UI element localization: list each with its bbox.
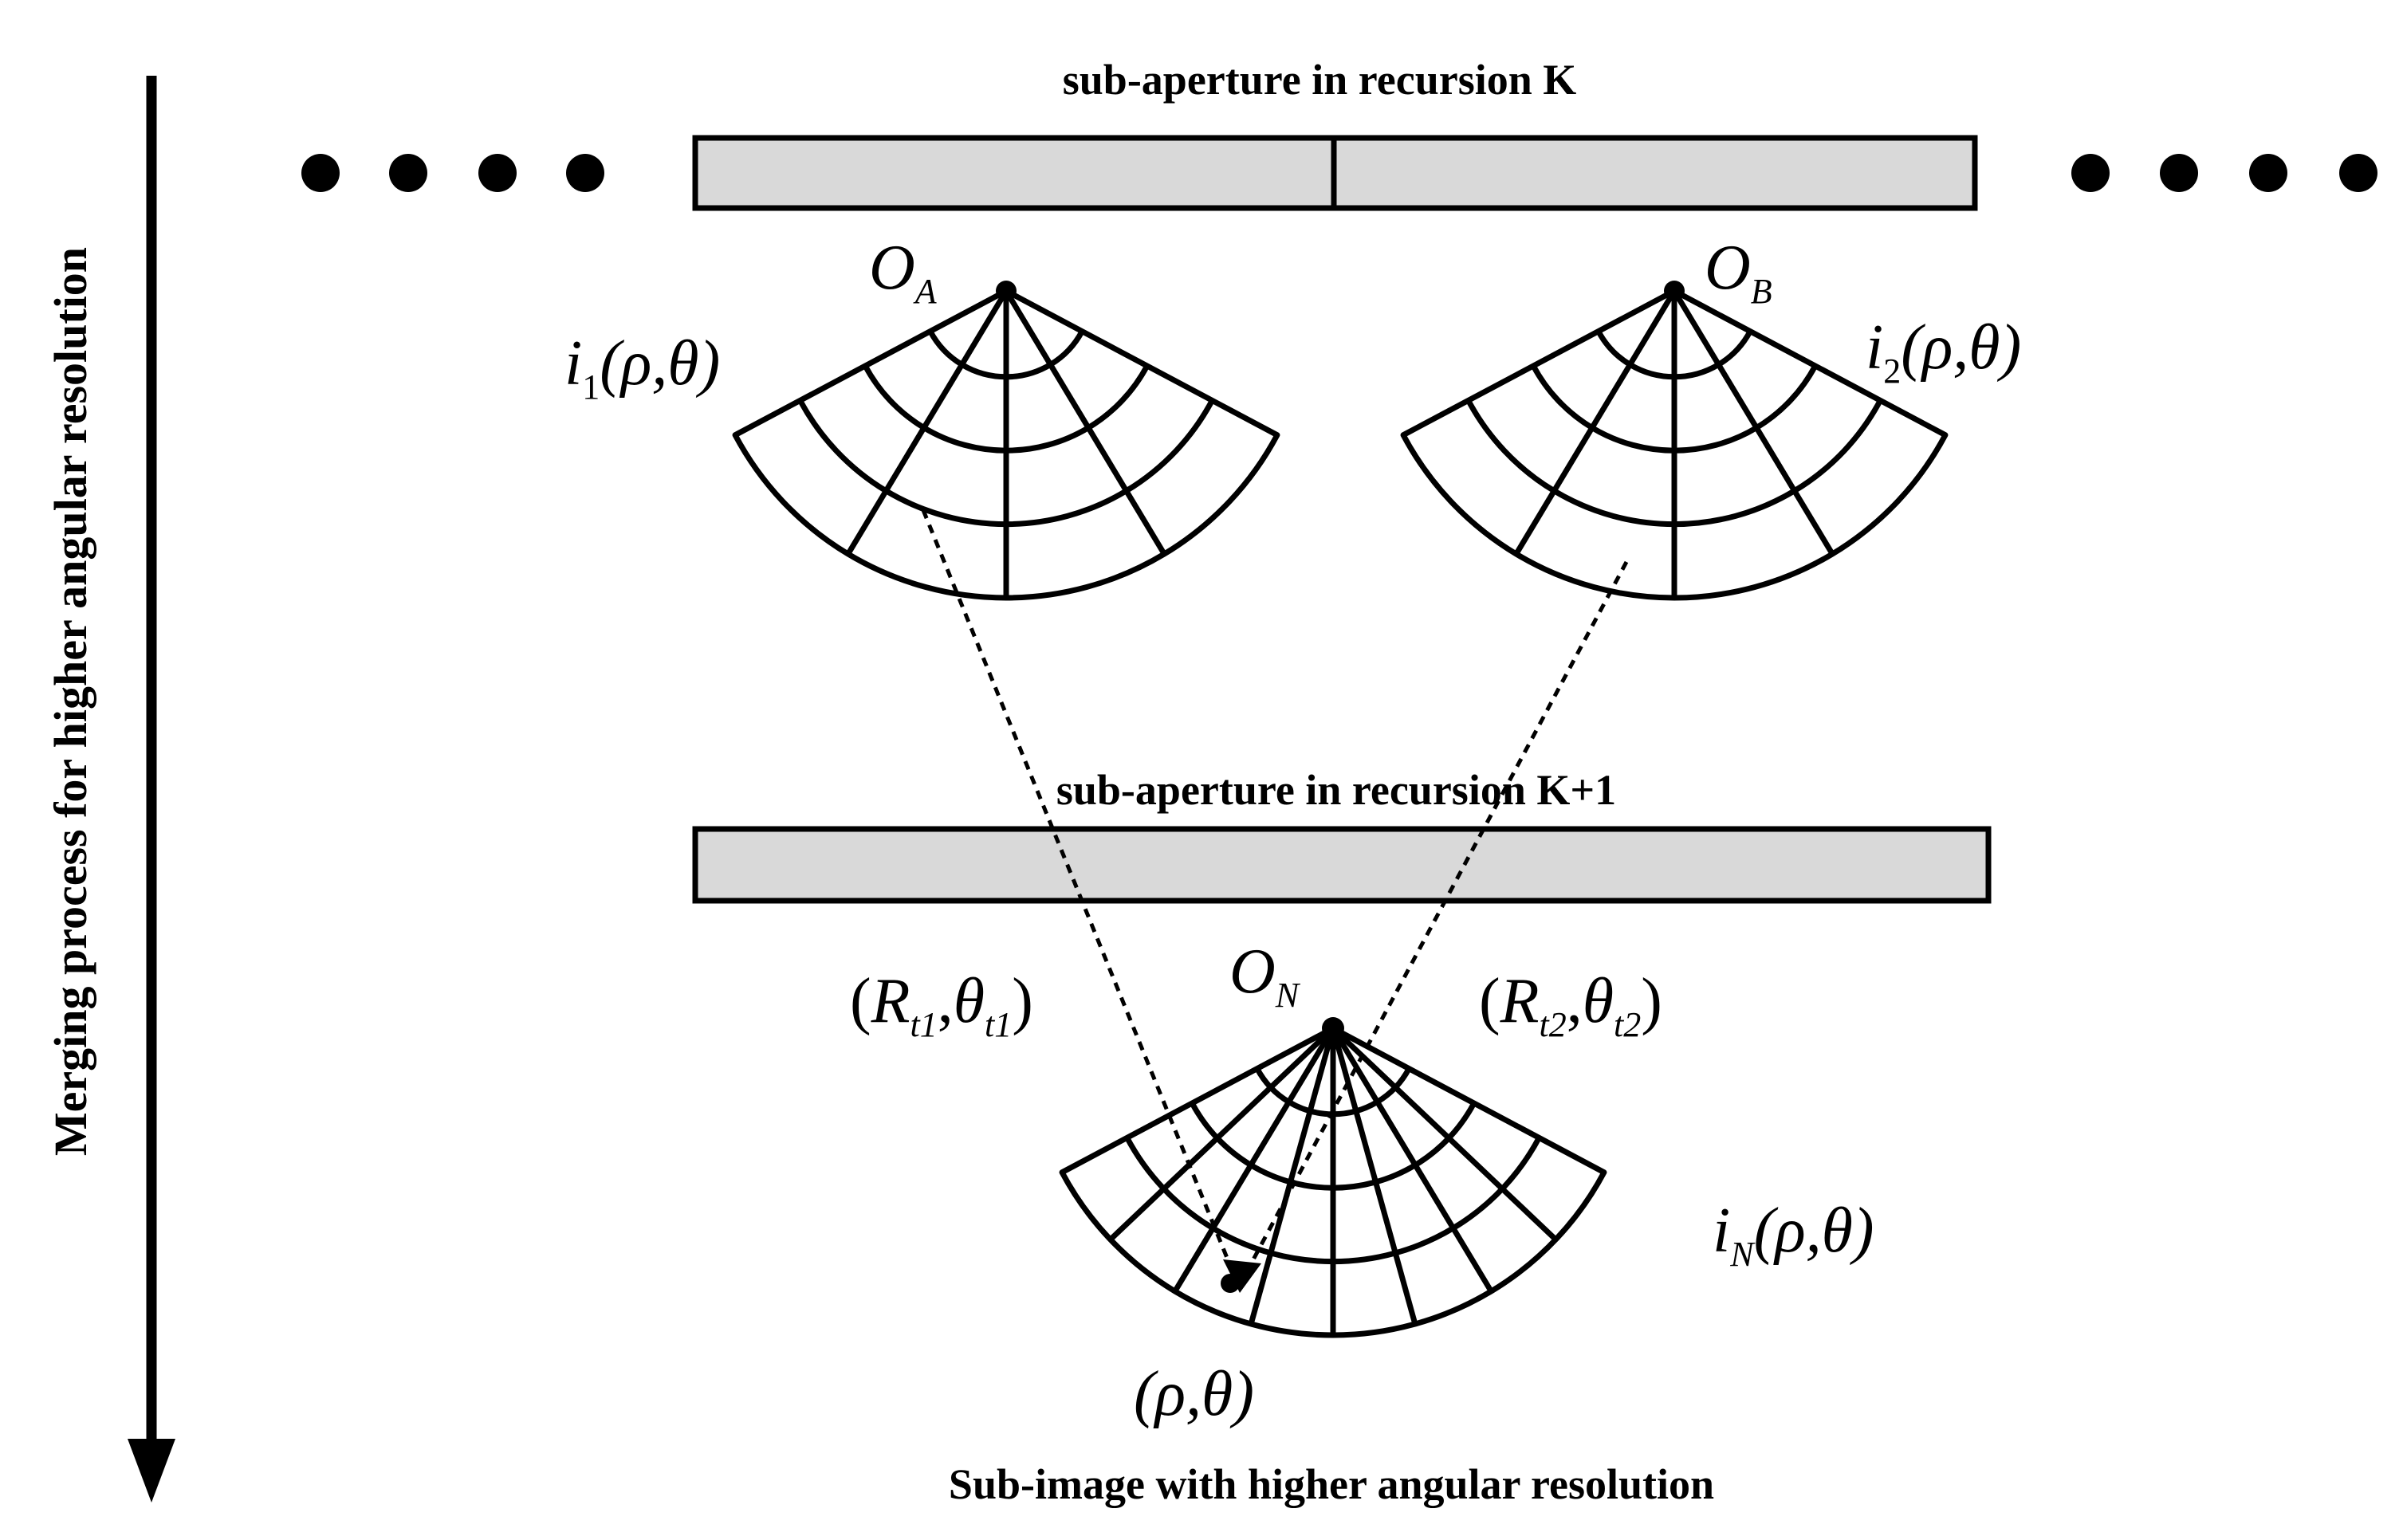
right-ellipsis [2071,154,2377,192]
process-axis-label: Merging process for higher angular resol… [45,247,96,1156]
origin-a-label: OA [869,233,938,311]
origin-n-dot [1322,1017,1344,1039]
point-label: (ρ,θ) [1134,1359,1254,1429]
angle-line [1172,1027,1336,1293]
aperture-k1-title: sub-aperture in recursion K+1 [1056,766,1616,814]
angle-line [1330,1027,1418,1325]
aperture-k-title: sub-aperture in recursion K [1063,56,1577,104]
target-2-label: (Rt2,θt2) [1479,966,1662,1044]
target-1-label: (Rt1,θt1) [850,966,1033,1044]
sub-image-2-grid [1400,288,1949,601]
angle-line [1330,1027,1494,1293]
angle-line [1331,1026,1558,1242]
image-n-label: iN(ρ,θ) [1713,1196,1874,1274]
left-ellipsis [301,154,604,192]
projection-line-1 [921,509,1240,1284]
angle-line [1003,289,1167,556]
process-axis-arrowhead [128,1439,175,1503]
origin-a-dot [996,281,1017,301]
angle-line [845,289,1009,556]
origin-b-label: OB [1705,233,1772,311]
origin-b-dot [1664,281,1685,301]
bottom-caption: Sub-image with higher angular resolution [949,1460,1714,1508]
projection-line-2 [1238,560,1629,1285]
aperture-k1-bar [692,826,1992,904]
image-1-label: i1(ρ,θ) [564,328,720,407]
angle-line [1513,289,1677,556]
origin-n-label: ON [1229,937,1301,1015]
sub-image-n-grid [1059,1025,1607,1338]
angle-line [1671,289,1835,556]
projection-arrowhead [1223,1259,1261,1293]
image-2-label: i2(ρ,θ) [1866,312,2021,391]
angle-line [1248,1027,1336,1325]
target-point-dot [1221,1274,1240,1293]
angle-line [1108,1026,1335,1242]
sub-image-1-grid [732,288,1280,601]
